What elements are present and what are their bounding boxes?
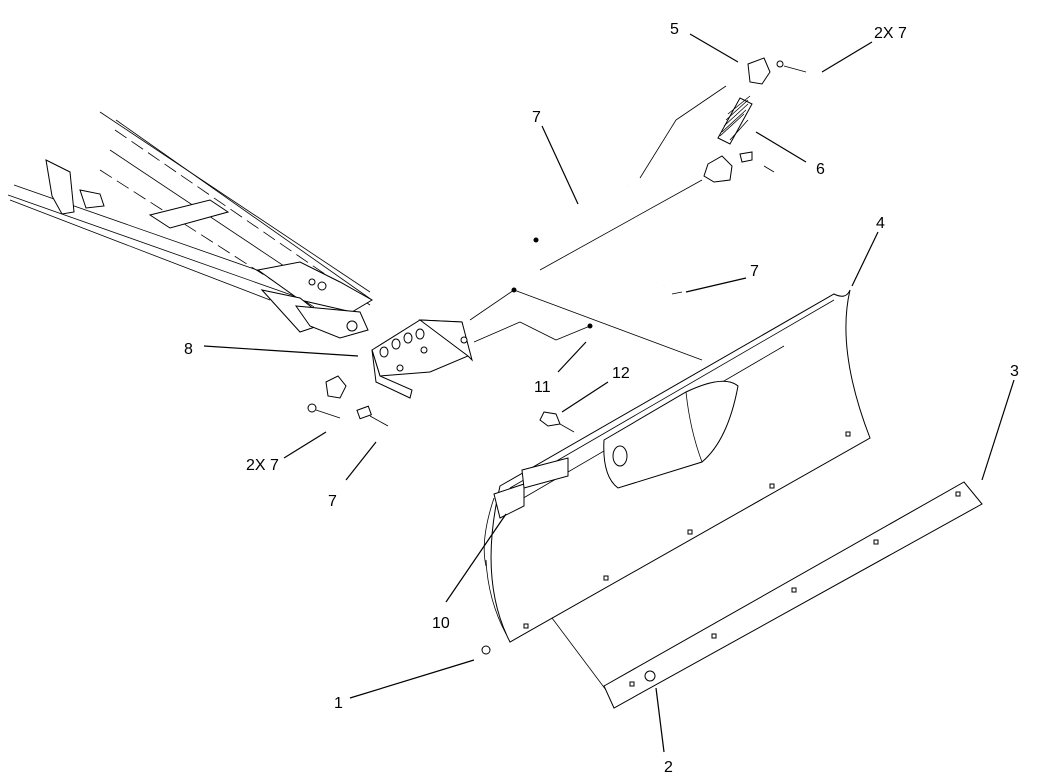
hitch-bracket — [371, 319, 473, 399]
callout-3: 3 — [1010, 363, 1019, 380]
callout-labels: 5 2X 7 7 6 4 7 8 11 12 3 2X 7 7 10 1 2 — [184, 21, 1019, 776]
callout-8: 7 — [532, 109, 541, 126]
cutting-edge — [481, 481, 983, 709]
leader-lines — [203, 33, 1015, 753]
tractor-frame — [7, 111, 373, 339]
callout-2x7-top: 2X 7 — [874, 25, 907, 42]
fittings-left — [307, 375, 389, 427]
callout-6: 6 — [816, 161, 825, 178]
callout-1: 1 — [334, 695, 343, 712]
callout-5: 5 — [670, 21, 679, 38]
callout-9: 8 — [184, 341, 193, 358]
callout-10: 10 — [432, 615, 450, 632]
callout-11: 11 — [534, 379, 551, 396]
assembly-lines — [469, 85, 727, 361]
callout-2x7-left: 2X 7 — [246, 457, 279, 474]
callout-2: 2 — [664, 759, 673, 776]
callout-7-right: 7 — [750, 263, 759, 280]
plow-blade — [483, 289, 871, 643]
pivot-rods — [511, 184, 683, 329]
callout-7-left: 7 — [328, 493, 337, 510]
callout-4: 4 — [876, 215, 885, 232]
spring-assembly — [703, 57, 807, 183]
callout-12: 12 — [612, 365, 630, 382]
